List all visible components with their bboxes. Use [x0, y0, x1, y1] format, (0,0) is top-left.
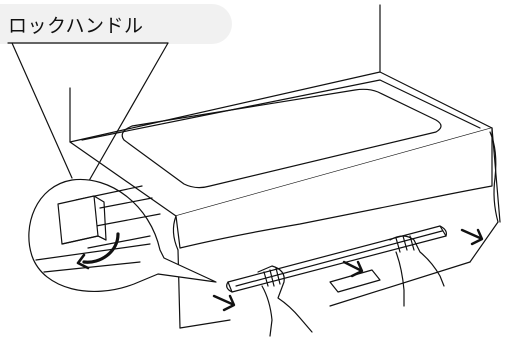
- wall-lines: [69, 4, 381, 143]
- bathtub-basin: [121, 88, 442, 189]
- arrow-down-icon: [460, 228, 484, 246]
- hand-icon: [389, 235, 445, 307]
- hand-icon: [257, 265, 313, 337]
- arrow-rotate-icon: [82, 232, 120, 264]
- arrow-down-icon: [342, 260, 364, 278]
- floor-lines: [179, 261, 471, 329]
- lock-handle-rail: [226, 225, 447, 293]
- lock-handle-zoom-icon: [28, 178, 217, 293]
- callout-leader: [7, 42, 169, 187]
- callout-label-background: [0, 4, 232, 44]
- arrow-down-icon: [212, 294, 236, 312]
- lock-handle-label: ロックハンドル: [8, 15, 144, 37]
- bathtub-apron: [172, 127, 501, 329]
